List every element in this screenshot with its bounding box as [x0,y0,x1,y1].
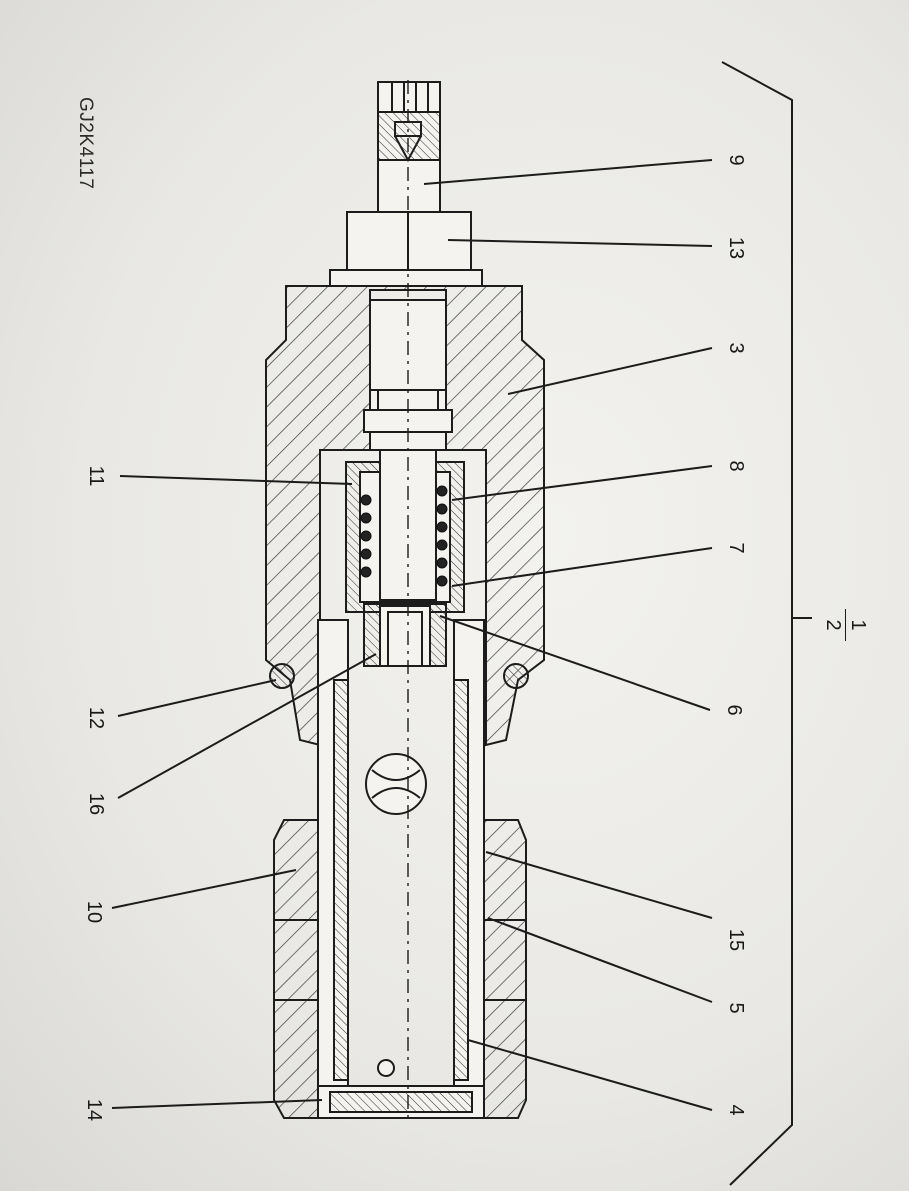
leader-lines [111,159,713,1111]
drawing-code: GJ2K4117 [75,97,96,190]
assembly-bracket [721,61,793,1186]
callout-14: 14 [83,1098,105,1122]
callout-16: 16 [85,792,107,816]
fraction-bar [845,609,846,641]
callout-11: 11 [85,465,107,487]
seal-right [503,663,529,689]
callout-7: 7 [725,542,747,554]
callout-8: 8 [725,460,747,472]
seal-left [269,663,295,689]
cartridge-left [273,819,319,1119]
assembly-fraction: 1 2 [819,595,869,655]
callout-9: 9 [725,154,747,166]
fraction-denominator: 2 [822,619,844,631]
callout-15: 15 [725,928,747,952]
spring [360,485,448,587]
callout-13: 13 [725,236,747,260]
callout-10: 10 [83,900,105,924]
callout-4: 4 [725,1104,747,1116]
callout-3: 3 [725,342,747,354]
fraction-numerator: 1 [847,619,869,631]
callout-5: 5 [725,1002,747,1014]
callout-12: 12 [85,706,107,730]
callout-6: 6 [723,704,745,716]
cartridge-right [483,819,527,1119]
check-ball [365,753,427,815]
